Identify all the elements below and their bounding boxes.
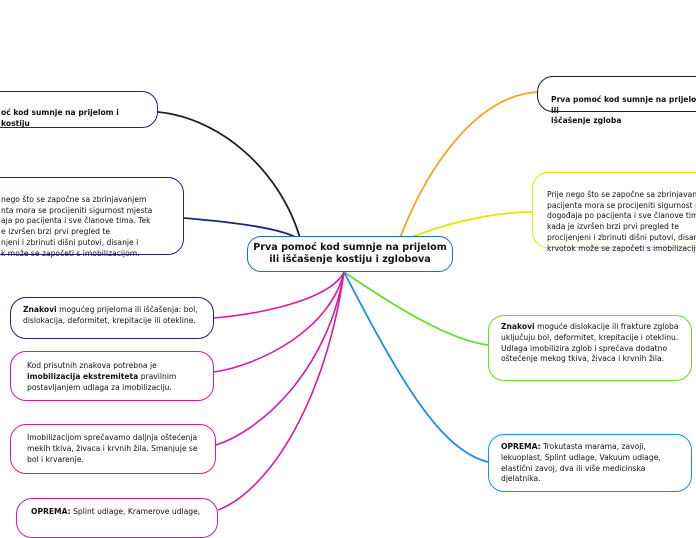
link-left-1 — [157, 111, 301, 239]
central-topic[interactable]: Prva pomoć kod sumnje na prijelom ili iš… — [247, 236, 453, 272]
central-topic-label: Prva pomoć kod sumnje na prijelom ili iš… — [253, 241, 447, 266]
topic-left-safety-text: nego što se započne sa zbrinjavanjem nta… — [1, 194, 153, 258]
topic-left-equipment-text: Splint udlage, Kramerove udlage, — [70, 507, 201, 516]
topic-right-equipment-text: Trokutasta marama, zavoji, lekuoplast, S… — [501, 442, 661, 484]
link-right-1 — [399, 91, 539, 239]
topic-left-safety[interactable]: nego što se započne sa zbrinjavanjem nta… — [0, 177, 184, 258]
link-right-3 — [343, 271, 489, 346]
link-left-3 — [213, 271, 345, 319]
link-right-2 — [403, 211, 533, 241]
topic-left-prevention[interactable]: Imobilizacijom sprečavamo daljnja ošteće… — [10, 424, 216, 474]
topic-left-equipment-bold: OPREMA: — [31, 507, 71, 516]
topic-left-title[interactable]: oć kod sumnje na prijelom i kostiju — [0, 91, 158, 128]
topic-right-signs[interactable]: Znakovi moguće dislokacije ili frakture … — [488, 315, 692, 381]
connector-lines — [157, 91, 539, 511]
topic-left-prevention-text: Imobilizacijom sprečavamo daljnja ošteće… — [27, 433, 198, 464]
topic-right-signs-text: moguće dislokacije ili frakture zgloba u… — [501, 322, 679, 364]
topic-left-title-text: oć kod sumnje na prijelom i kostiju — [1, 107, 119, 128]
topic-right-title-text: Prva pomoć kod sumnje na prijelom ili iš… — [551, 94, 696, 126]
topic-left-imm-pre: Kod prisutnih znakova potrebna je — [27, 361, 157, 370]
link-left-4 — [213, 271, 345, 373]
topic-left-imm-post: pravilnim postavljanjem udlaga za imobil… — [27, 371, 177, 392]
topic-right-signs-bold: Znakovi — [501, 322, 535, 331]
link-left-5 — [215, 271, 345, 446]
topic-right-equipment[interactable]: OPREMA: Trokutasta marama, zavoji, lekuo… — [488, 434, 692, 492]
topic-left-signs[interactable]: Znakovi mogućeg prijeloma ili iščašenja:… — [10, 297, 214, 339]
topic-left-equipment[interactable]: OPREMA: Splint udlage, Kramerove udlage, — [16, 498, 218, 538]
topic-left-signs-bold: Znakovi — [23, 305, 57, 314]
topic-right-safety[interactable]: Prije nego što se započne sa zbrinjavan … — [532, 172, 696, 253]
topic-left-signs-text: mogućeg prijeloma ili iščašenja: bol, di… — [23, 305, 198, 325]
link-right-4 — [343, 271, 489, 463]
topic-right-safety-text: Prije nego što se započne sa zbrinjavan … — [547, 189, 696, 253]
topic-right-equipment-bold: OPREMA: — [501, 442, 541, 451]
link-left-6 — [217, 271, 345, 511]
topic-right-title[interactable]: Prva pomoć kod sumnje na prijelom ili iš… — [537, 76, 696, 125]
topic-left-imm-bold: imobilizacija ekstremiteta — [27, 371, 139, 381]
topic-left-immobilization[interactable]: Kod prisutnih znakova potrebna je imobil… — [10, 351, 214, 401]
